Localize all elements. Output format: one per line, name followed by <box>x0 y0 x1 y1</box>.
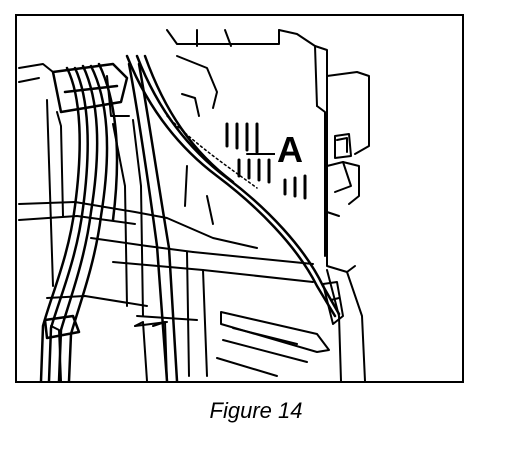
bottom-clips <box>50 321 168 381</box>
harness-sheath <box>166 115 258 189</box>
cabinet-panel <box>166 29 370 381</box>
figure-caption: Figure 14 <box>209 398 303 423</box>
shelves <box>18 201 330 377</box>
figure-frame: A <box>15 14 464 383</box>
harness-connector <box>322 281 344 325</box>
wiring-illustration <box>18 29 370 381</box>
bracket-slots <box>225 122 307 200</box>
left-harness <box>39 62 129 381</box>
main-harness <box>125 54 341 381</box>
callout-label-a: A <box>275 129 305 170</box>
left-frame <box>18 63 144 317</box>
